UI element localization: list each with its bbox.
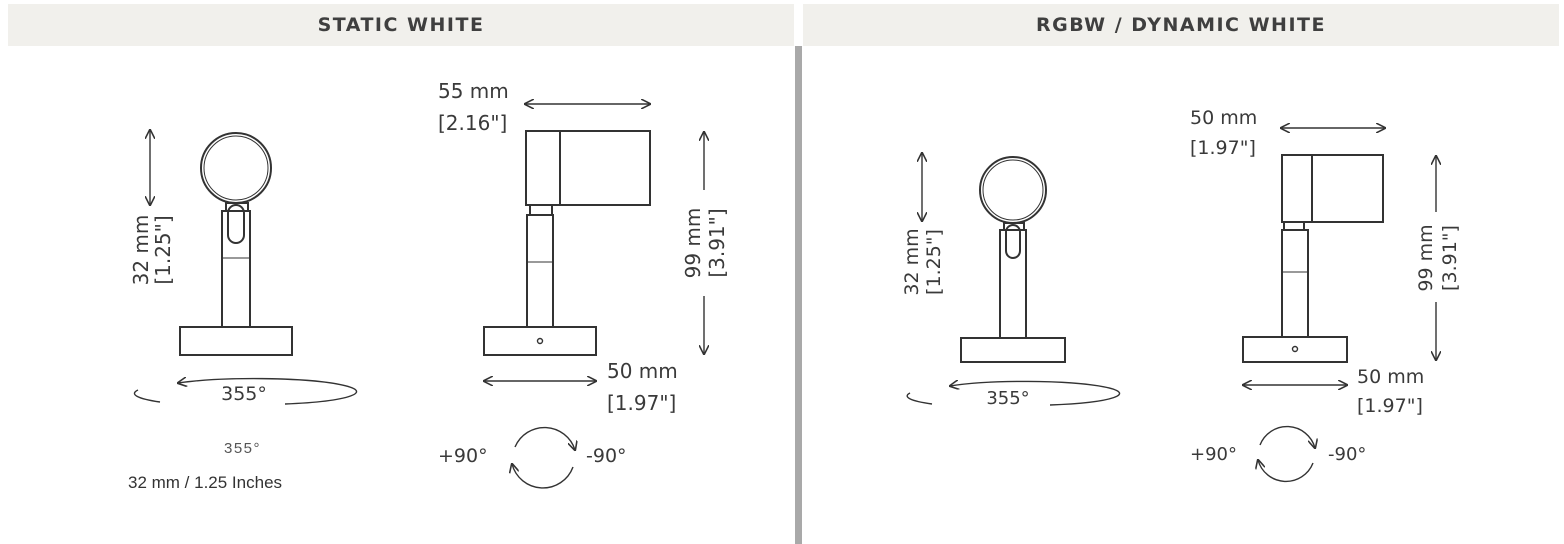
lamp-base: [179, 326, 293, 356]
top-width-in: [2.16"]: [438, 111, 507, 135]
lamp-base-side: [1242, 336, 1348, 363]
size-note: 32 mm / 1.25 Inches: [128, 473, 283, 492]
base-width-in: [1.97"]: [1357, 395, 1423, 417]
top-width-mm: 55 mm: [438, 79, 509, 103]
front-height-in: [1.25"]: [151, 215, 175, 284]
rotation-arrow: [178, 379, 358, 405]
lamp-head: [200, 132, 272, 204]
tilt-minus-label: -90°: [1328, 444, 1366, 465]
lamp-base: [960, 337, 1066, 363]
lamp-knuckle: [227, 204, 245, 244]
tilt-minus-label: -90°: [586, 445, 627, 467]
base-width-mm: 50 mm: [1357, 366, 1424, 388]
front-rotation-label: 355°: [986, 388, 1029, 409]
lamp-stem-side: [526, 214, 554, 328]
base-width-mm: 50 mm: [607, 359, 678, 383]
lamp-joint-side: [1283, 221, 1305, 231]
tilt-arrow-top: [1259, 425, 1315, 448]
side-view-static-white: [483, 104, 704, 489]
top-width-mm: 50 mm: [1190, 107, 1257, 129]
lamp-stem-side: [1281, 229, 1309, 338]
front-rotation-label: 355°: [221, 383, 267, 405]
lamp-base-side: [483, 326, 597, 356]
tilt-arrow-bottom: [512, 464, 574, 489]
side-height-mm: 99 mm: [1415, 224, 1437, 291]
panel-divider: [795, 46, 802, 544]
panel-header-static-white: STATIC WHITE: [8, 4, 794, 46]
top-width-in: [1.97"]: [1190, 137, 1256, 159]
front-height-mm: 32 mm: [129, 215, 153, 286]
lamp-stem: [999, 229, 1027, 339]
tilt-plus-label: +90°: [1190, 444, 1237, 465]
front-height-in: [1.25"]: [923, 229, 945, 295]
lamp-knuckle: [1005, 224, 1021, 259]
panel-header-rgbw-dynamic-white: RGBW / DYNAMIC WHITE: [803, 4, 1559, 46]
tilt-arrow-bottom: [1258, 460, 1314, 483]
tilt-arrow-top: [514, 426, 575, 450]
lamp-head-side: [525, 130, 651, 206]
front-view-static-white: [133, 130, 358, 405]
side-height-in: [3.91"]: [1439, 225, 1461, 291]
front-height-mm: 32 mm: [901, 228, 923, 295]
lamp-stem: [221, 210, 251, 328]
side-height-in: [3.91"]: [705, 208, 729, 277]
side-height-mm: 99 mm: [681, 208, 705, 279]
tilt-plus-label: +90°: [438, 445, 488, 467]
lamp-joint-side: [529, 204, 553, 216]
side-view-rgbw: [1242, 128, 1436, 483]
lamp-head: [979, 156, 1047, 224]
rotation-note: 355°: [224, 440, 262, 457]
lamp-head-side: [1281, 154, 1384, 223]
base-width-in: [1.97"]: [607, 391, 676, 415]
rotation-arrow: [950, 381, 1121, 406]
front-view-rgbw: [906, 153, 1121, 406]
